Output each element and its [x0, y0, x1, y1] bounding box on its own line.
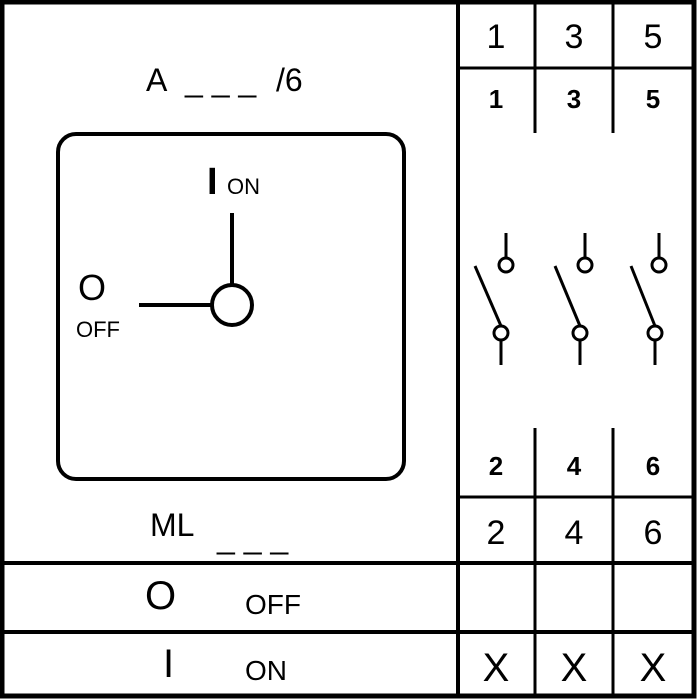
- contact-bottom-6: 6: [646, 451, 660, 481]
- terminal-bottom-6: 6: [644, 514, 663, 552]
- table-on-mark-2: X: [561, 646, 588, 690]
- dial-face: [56, 132, 406, 481]
- contact-lower-terminal: [571, 324, 589, 342]
- dial-off-symbol: O: [78, 267, 106, 308]
- table-on-label: ON: [245, 655, 287, 686]
- dial-on-symbol: I: [207, 161, 218, 203]
- contact-bottom-2: 2: [489, 451, 503, 481]
- knob-pivot: [210, 283, 254, 327]
- dial-off-label: OFF: [76, 317, 120, 342]
- contact-upper-terminal: [576, 256, 594, 274]
- contact-upper-terminal: [497, 256, 515, 274]
- contact-top-5: 5: [646, 84, 660, 114]
- terminal-bottom-4: 4: [565, 514, 584, 552]
- model-code-suffix: /6: [276, 62, 303, 98]
- contact-blade: [629, 265, 657, 327]
- table-on-mark-1: X: [483, 646, 510, 690]
- table-on-mark-3: X: [640, 646, 667, 690]
- terminal-top-1: 1: [487, 18, 506, 56]
- table-off-label: OFF: [245, 589, 301, 620]
- table-off-symbol: O: [145, 574, 176, 618]
- contact-top-3: 3: [567, 84, 581, 114]
- contact-top-1: 1: [489, 84, 503, 114]
- terminal-bottom-2: 2: [487, 514, 506, 552]
- terminal-top-3: 3: [565, 18, 584, 56]
- model-code-blank: _ _ _: [184, 62, 257, 98]
- terminal-top-5: 5: [644, 18, 663, 56]
- contact-5-6: [629, 233, 668, 365]
- contact-lower-terminal: [492, 324, 510, 342]
- contact-blade: [473, 265, 503, 327]
- contact-bottom-4: 4: [567, 451, 582, 481]
- mount-code-prefix: ML: [150, 507, 194, 543]
- mount-code-blank: _ _ _: [216, 519, 289, 555]
- contact-3-4: [553, 233, 594, 365]
- contact-lower-terminal: [646, 324, 664, 342]
- contact-blade: [553, 265, 582, 327]
- contact-upper-terminal: [650, 256, 668, 274]
- contact-1-2: [473, 233, 515, 365]
- table-on-symbol: I: [163, 642, 174, 686]
- model-code-prefix: A: [146, 62, 168, 98]
- dial-on-label: ON: [227, 174, 260, 199]
